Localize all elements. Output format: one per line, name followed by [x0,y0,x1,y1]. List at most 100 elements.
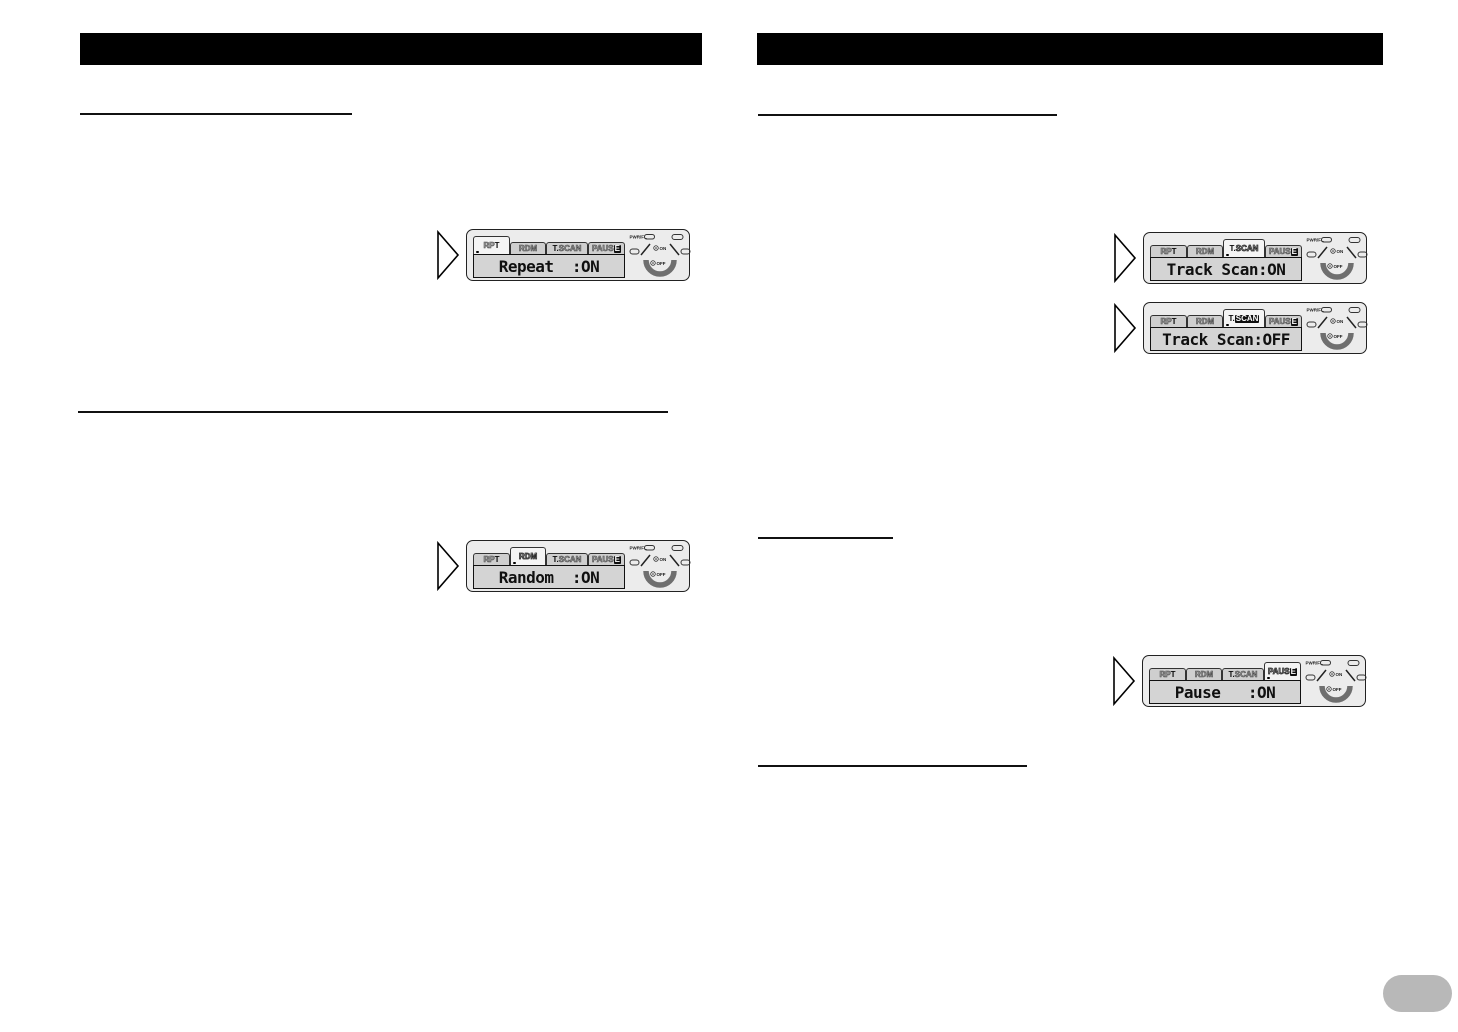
heading-rule-right-1 [758,114,1057,116]
joystick-left-stroke [1317,246,1328,259]
joystick-on-icon: ON [1330,248,1344,254]
lcd-screen-text: Random :ON [473,565,625,589]
pointer-arrow-icon [1113,656,1136,706]
right-button-icon [1357,321,1368,328]
joystick-off-icon: OFF [1327,333,1343,339]
tab-rdm: RDM [510,242,546,254]
power-button-label: PWR/FL [1306,661,1323,666]
power-button-icon [644,545,655,551]
svg-text:OFF: OFF [1334,334,1343,339]
svg-text:OFF: OFF [657,261,666,266]
lcd-screen-text: Repeat :ON [473,254,625,278]
power-button-label: PWR/FL [630,235,647,240]
left-button-icon [629,559,640,566]
joystick-on-icon: ON [653,556,666,562]
remote-buttons-illustration: PWR/FL ON OFF [1306,307,1368,350]
svg-text:OFF: OFF [1334,264,1343,269]
active-tab-dot [476,250,479,253]
right-button-icon [1356,674,1367,681]
active-tab-dot [1267,676,1270,679]
lcd-screen-text: Track Scan:OFF [1150,327,1302,351]
tab-rdm: RDM [1187,245,1223,257]
tab-rdm: RDM [1187,315,1223,327]
function-button-icon [1348,307,1361,313]
svg-text:ON: ON [1336,672,1343,677]
function-button-icon [1348,237,1361,243]
heading-rule-left-2 [78,411,668,413]
left-button-icon [1306,251,1317,258]
joystick-off-icon: OFF [650,571,666,577]
svg-text:ON: ON [660,246,667,251]
rotary-dial-icon [1320,332,1354,350]
heading-rule-left-1 [80,113,352,115]
function-button-icon [1347,660,1360,666]
pointer-arrow-icon [1114,233,1137,283]
power-button-icon [1321,307,1332,313]
joystick-right-stroke [1346,316,1357,329]
tab-tscan: T.SCAN [1223,309,1265,327]
left-button-icon [1305,674,1316,681]
lcd-screen-text: Track Scan:ON [1150,257,1302,281]
active-tab-dot [1226,323,1229,326]
pointer-arrow-icon [437,230,460,280]
power-button-icon [1321,237,1332,243]
rotary-dial-icon [643,259,677,277]
tab-tscan: T.SCAN [546,242,588,254]
joystick-right-stroke [1346,246,1357,259]
active-tab-dot [513,561,516,564]
joystick-left-stroke [640,243,651,256]
lcd-screen-text: Pause :ON [1149,680,1301,704]
remote-buttons-illustration: PWR/FL ON OFF [1305,660,1367,703]
tab-rdm: RDM [1186,668,1222,680]
remote-buttons-illustration: PWR/FL ON OFF [629,234,691,277]
left-button-icon [1306,321,1317,328]
page-number-tab [1383,975,1452,1012]
remote-buttons-illustration: PWR/FL ON OFF [1306,237,1368,280]
tab-tscan: T.SCAN [1223,239,1265,257]
power-button-label: PWR/FL [1307,308,1324,313]
joystick-on-icon: ON [653,245,667,251]
rotary-dial-icon [1319,685,1353,703]
joystick-right-stroke [1345,669,1356,682]
svg-text:ON: ON [1337,319,1344,324]
rotary-dial-icon [643,570,677,588]
tab-tscan: T.SCAN [546,553,588,565]
joystick-left-stroke [1316,669,1327,682]
power-button-label: PWR/FL [1307,238,1324,243]
tab-rdm: RDM [510,547,546,565]
joystick-off-icon: OFF [1327,263,1343,269]
right-button-icon [680,248,691,255]
joystick-off-icon: OFF [650,260,666,266]
power-button-icon [644,234,655,240]
tab-tscan: T.SCAN [1222,668,1264,680]
joystick-right-stroke [669,243,680,256]
joystick-left-stroke [640,554,651,567]
power-button-icon [1320,660,1331,666]
svg-text:ON: ON [1337,249,1344,254]
right-button-icon [1357,251,1368,258]
rotary-dial-icon [1320,262,1354,280]
power-button-label: PWR/FL [630,546,647,551]
joystick-on-icon: ON [1329,671,1343,677]
remote-buttons-illustration: PWR/FL ON OFF [629,545,691,588]
